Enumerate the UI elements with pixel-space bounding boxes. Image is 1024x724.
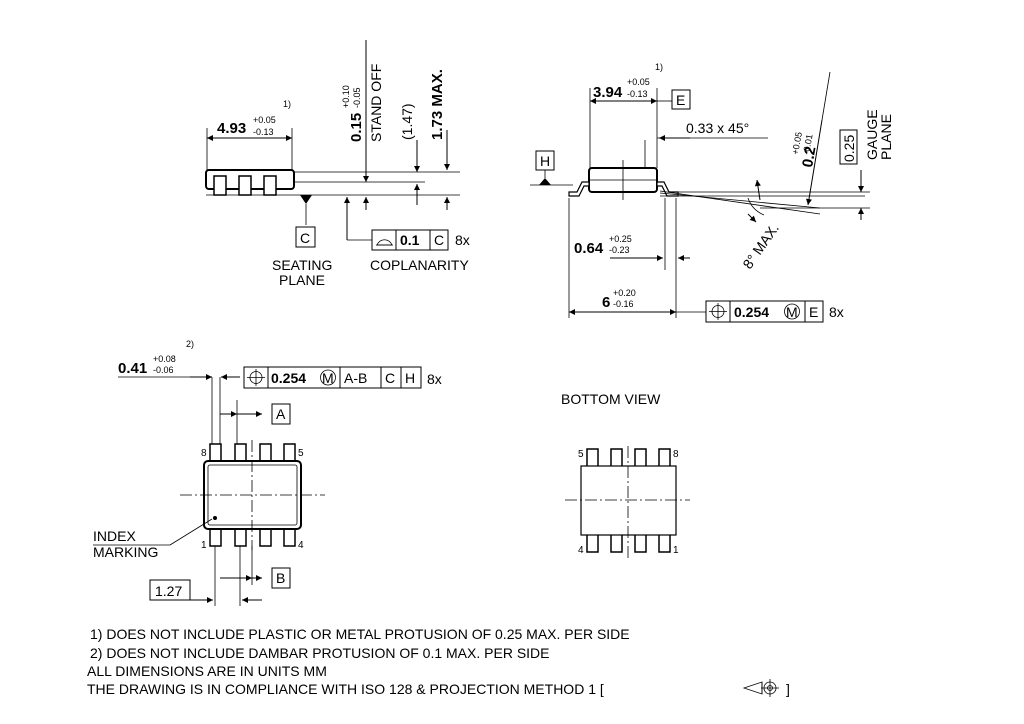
index-marking-2: MARKING — [93, 544, 158, 560]
gauge-label-2: PLANE — [878, 114, 894, 160]
overall-tol-plus: +0.20 — [613, 288, 636, 298]
datum-a-label: A — [276, 406, 286, 422]
datum-c-label: C — [300, 230, 310, 246]
lead-thickness-tol-plus: +0.05 — [790, 131, 804, 155]
datum-a-box — [271, 403, 291, 425]
lead — [213, 175, 227, 196]
bottom-pin-8-label: 8 — [673, 449, 679, 460]
overall-tol-minus: -0.16 — [613, 299, 634, 309]
bottom-pin-5-label: 5 — [578, 449, 584, 460]
length-tol-plus: +0.05 — [253, 115, 276, 125]
lead-width-value: 0.41 — [118, 360, 147, 377]
datum-triangle — [300, 195, 312, 204]
standoff-tol-minus: -0.05 — [352, 87, 362, 108]
datum-e-box — [671, 89, 691, 110]
position-value: 0.254 — [271, 370, 306, 386]
datum-e-label: E — [676, 92, 685, 108]
foot-tol-minus: -0.23 — [609, 245, 630, 255]
gauge-value-box — [839, 129, 858, 165]
lead — [263, 175, 277, 196]
notes: 1) DOES NOT INCLUDE PLASTIC OR METAL PRO… — [87, 626, 790, 697]
length-note-ref: 1) — [283, 99, 291, 109]
datum-b-box — [271, 567, 291, 589]
length-value: 4.93 — [217, 120, 246, 137]
position-frame-end: 0.254 M E — [705, 300, 824, 323]
position-modifier: M — [322, 370, 334, 386]
seating-plane-label-2: PLANE — [279, 272, 325, 288]
width-tol-plus: +0.05 — [627, 77, 650, 87]
position-count: 8x — [829, 304, 844, 320]
position-count: 8x — [427, 371, 442, 387]
coplanarity-datum: C — [434, 232, 444, 248]
note-1: 1) DOES NOT INCLUDE PLASTIC OR METAL PRO… — [90, 626, 630, 642]
width-value: 3.94 — [593, 84, 623, 101]
lead-thickness-tol-minus: -0.01 — [801, 133, 814, 155]
lead-width-tol-plus: +0.08 — [153, 354, 176, 364]
position-value: 0.254 — [734, 304, 769, 320]
top-view: 0.41 +0.08 -0.06 2) 0.254 M A-B C H 8x — [93, 339, 442, 606]
mmc-circle — [784, 303, 800, 320]
package-body-bottom — [580, 465, 677, 536]
standoff-tol-plus: +0.10 — [341, 85, 351, 108]
pin-1-label: 1 — [201, 540, 207, 551]
index-marking-1: INDEX — [93, 528, 136, 544]
standoff-label: STAND OFF — [368, 64, 384, 142]
seating-plane-label-1: SEATING — [272, 257, 332, 273]
coplanarity-label: COPLANARITY — [370, 257, 469, 273]
width-note-ref: 1) — [655, 62, 663, 72]
angle-value: 8° MAX. — [739, 220, 782, 271]
position-frame-top: 0.254 M A-B C H — [243, 366, 422, 389]
body-height-ref: (1.47) — [399, 103, 415, 140]
note-3: ALL DIMENSIONS ARE IN UNITS MM — [87, 663, 327, 679]
standoff-value: 0.15 — [348, 113, 365, 142]
position-datum-c: C — [385, 370, 395, 386]
pitch-box — [149, 579, 191, 601]
side-view: 4.93 +0.05 -0.13 1) 0.15 +0.10 -0.05 STA… — [205, 40, 470, 288]
gauge-value: 0.25 — [841, 135, 857, 162]
max-height-value: 1.73 MAX. — [429, 69, 446, 140]
coplanarity-count: 8x — [455, 232, 470, 248]
position-datum-h: H — [405, 370, 415, 386]
datum-h-label: H — [540, 153, 550, 169]
projection-method-icon — [742, 679, 779, 697]
position-datum-ab: A-B — [344, 370, 367, 386]
position-datum: E — [809, 304, 818, 320]
gauge-label-1: GAUGE — [864, 109, 880, 160]
mmc-circle — [320, 369, 336, 386]
note-4: THE DRAWING IS IN COMPLIANCE WITH ISO 12… — [87, 681, 604, 697]
overall-value: 6 — [602, 294, 610, 311]
bottom-pin-4-label: 4 — [578, 545, 584, 556]
datum-c-box — [295, 226, 316, 248]
coplanarity-value: 0.1 — [400, 232, 420, 248]
coplanarity-frame: 0.1 C — [371, 229, 449, 251]
lead-width-note-ref: 2) — [186, 339, 194, 349]
gull-wing-lead-left — [568, 181, 590, 197]
foot-value: 0.64 — [574, 240, 604, 257]
pin-5-label: 5 — [298, 448, 304, 459]
position-modifier: M — [786, 304, 798, 320]
datum-b-label: B — [276, 570, 285, 586]
pin-8-label: 8 — [201, 448, 207, 459]
foot-tol-plus: +0.25 — [609, 234, 632, 244]
width-tol-minus: -0.13 — [627, 89, 648, 99]
index-dot — [213, 516, 217, 520]
bottom-view-title: BOTTOM VIEW — [561, 391, 661, 407]
pitch-value: 1.27 — [155, 583, 182, 599]
lead-width-tol-minus: -0.06 — [153, 365, 174, 375]
length-tol-minus: -0.13 — [253, 127, 274, 137]
bottom-pin-1-label: 1 — [673, 545, 679, 556]
chamfer-value: 0.33 x 45° — [686, 120, 749, 136]
note-2: 2) DOES NOT INCLUDE DAMBAR PROTUSION OF … — [90, 645, 550, 661]
lead-thickness-value: 0.2 — [799, 145, 819, 168]
bottom-view: BOTTOM VIEW 5 8 4 1 — [561, 391, 690, 560]
lead — [238, 175, 252, 196]
pin-4-label: 4 — [298, 540, 304, 551]
note-4-tail: ] — [786, 681, 790, 697]
end-view: 3.94 +0.05 -0.13 1) E 0.33 x 45° H — [530, 62, 894, 323]
